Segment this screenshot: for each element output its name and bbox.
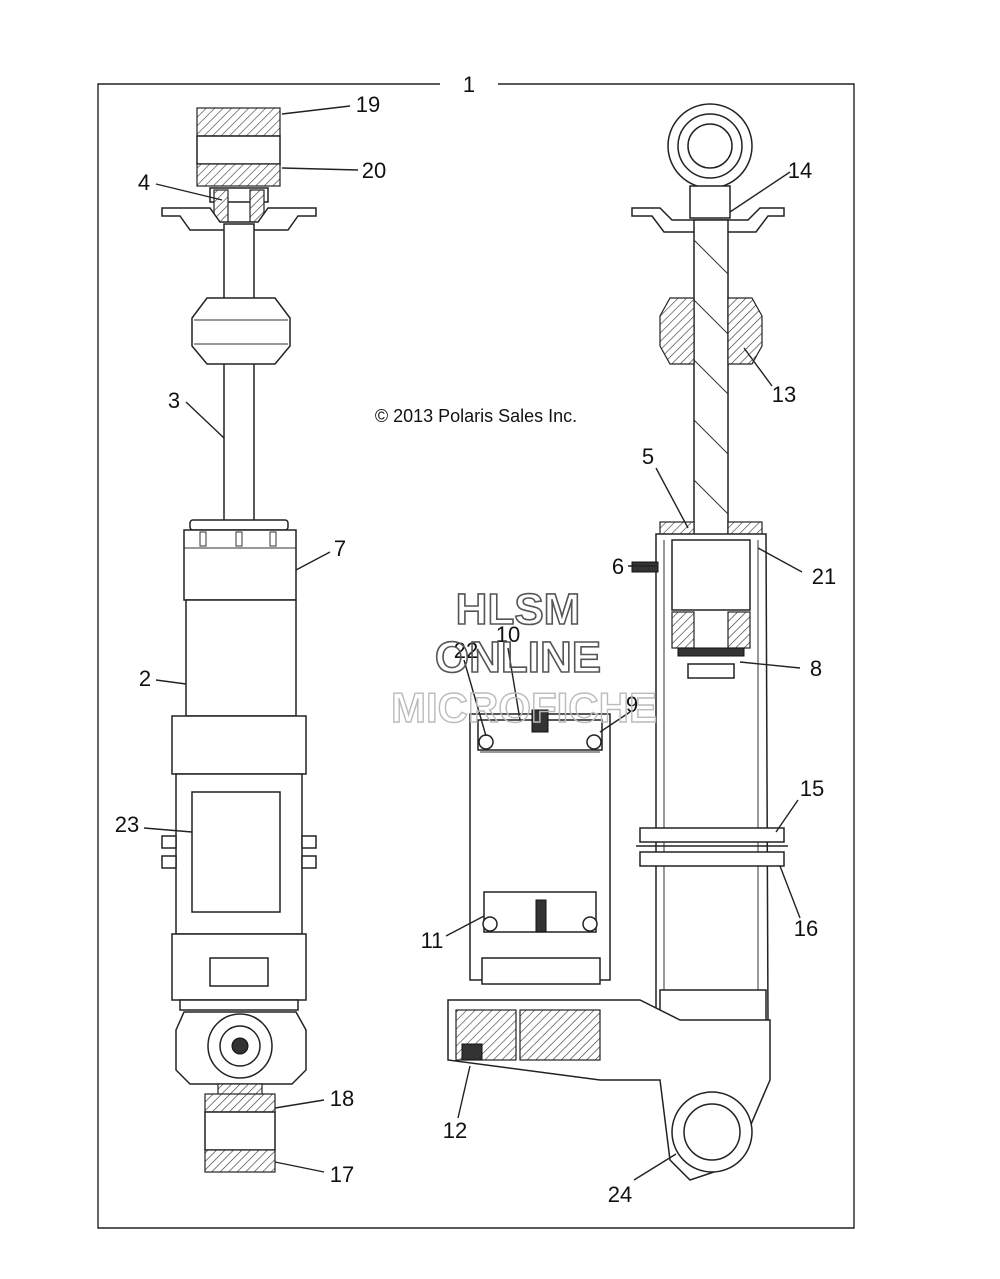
callout-24: 24 — [608, 1182, 632, 1207]
callout-8: 8 — [810, 656, 822, 681]
callout-4: 4 — [138, 170, 150, 195]
callout-13: 13 — [772, 382, 796, 407]
bumper-13 — [659, 297, 695, 365]
callout-16: 16 — [794, 916, 818, 941]
right-shock-assembly — [631, 103, 788, 1045]
bushing-17 — [204, 1149, 276, 1173]
callout-12: 12 — [443, 1118, 467, 1143]
callout-7: 7 — [334, 536, 346, 561]
callout-20: 20 — [362, 158, 386, 183]
reservoir-assembly — [447, 709, 771, 1181]
upper-spring-seat — [161, 207, 317, 231]
callout-18: 18 — [330, 1086, 354, 1111]
callout-23: 23 — [115, 812, 139, 837]
callout-6: 6 — [612, 554, 624, 579]
bushing-18 — [204, 1093, 276, 1113]
callout-3: 3 — [168, 388, 180, 413]
watermark: HLSM ONLINE MICROFICHE — [390, 584, 657, 732]
oring-22 — [478, 734, 494, 750]
watermark-line2: ONLINE — [435, 633, 601, 682]
ring-16 — [639, 851, 785, 867]
piston-8 — [677, 647, 745, 657]
callout-2: 2 — [139, 666, 151, 691]
bushing-19 — [196, 107, 281, 137]
reservoir-body-9 — [469, 713, 611, 981]
callout-22: 22 — [454, 638, 478, 663]
shock-body-2 — [185, 599, 297, 717]
callout-14: 14 — [788, 158, 812, 183]
sleeve-upper — [171, 715, 307, 775]
callout-19: 19 — [356, 92, 380, 117]
bolt-6 — [631, 561, 659, 573]
callout-5: 5 — [642, 444, 654, 469]
valve-10 — [531, 709, 549, 733]
callout-10: 10 — [496, 622, 520, 647]
callout-11: 11 — [421, 928, 444, 953]
watermark-line3: MICROFICHE — [391, 684, 657, 731]
ring-15 — [639, 827, 785, 843]
callout-17: 17 — [330, 1162, 354, 1187]
left-shock-assembly — [161, 107, 317, 1173]
body-cap-7 — [183, 529, 297, 601]
bushing-20 — [196, 163, 281, 187]
jounce-bumper — [191, 297, 291, 365]
callouts: 1 2 3 4 5 6 7 8 9 10 11 12 13 14 15 16 1… — [115, 72, 836, 1207]
callout-9: 9 — [626, 692, 638, 717]
leader-lines — [143, 105, 803, 1181]
callout-1: 1 — [463, 72, 475, 97]
watermark-line1: HLSM — [456, 585, 581, 634]
copyright-text: © 2013 Polaris Sales Inc. — [375, 406, 577, 426]
shaft-3 — [223, 223, 255, 525]
callout-15: 15 — [800, 776, 824, 801]
frame — [97, 83, 855, 1229]
callout-21: 21 — [812, 564, 836, 589]
